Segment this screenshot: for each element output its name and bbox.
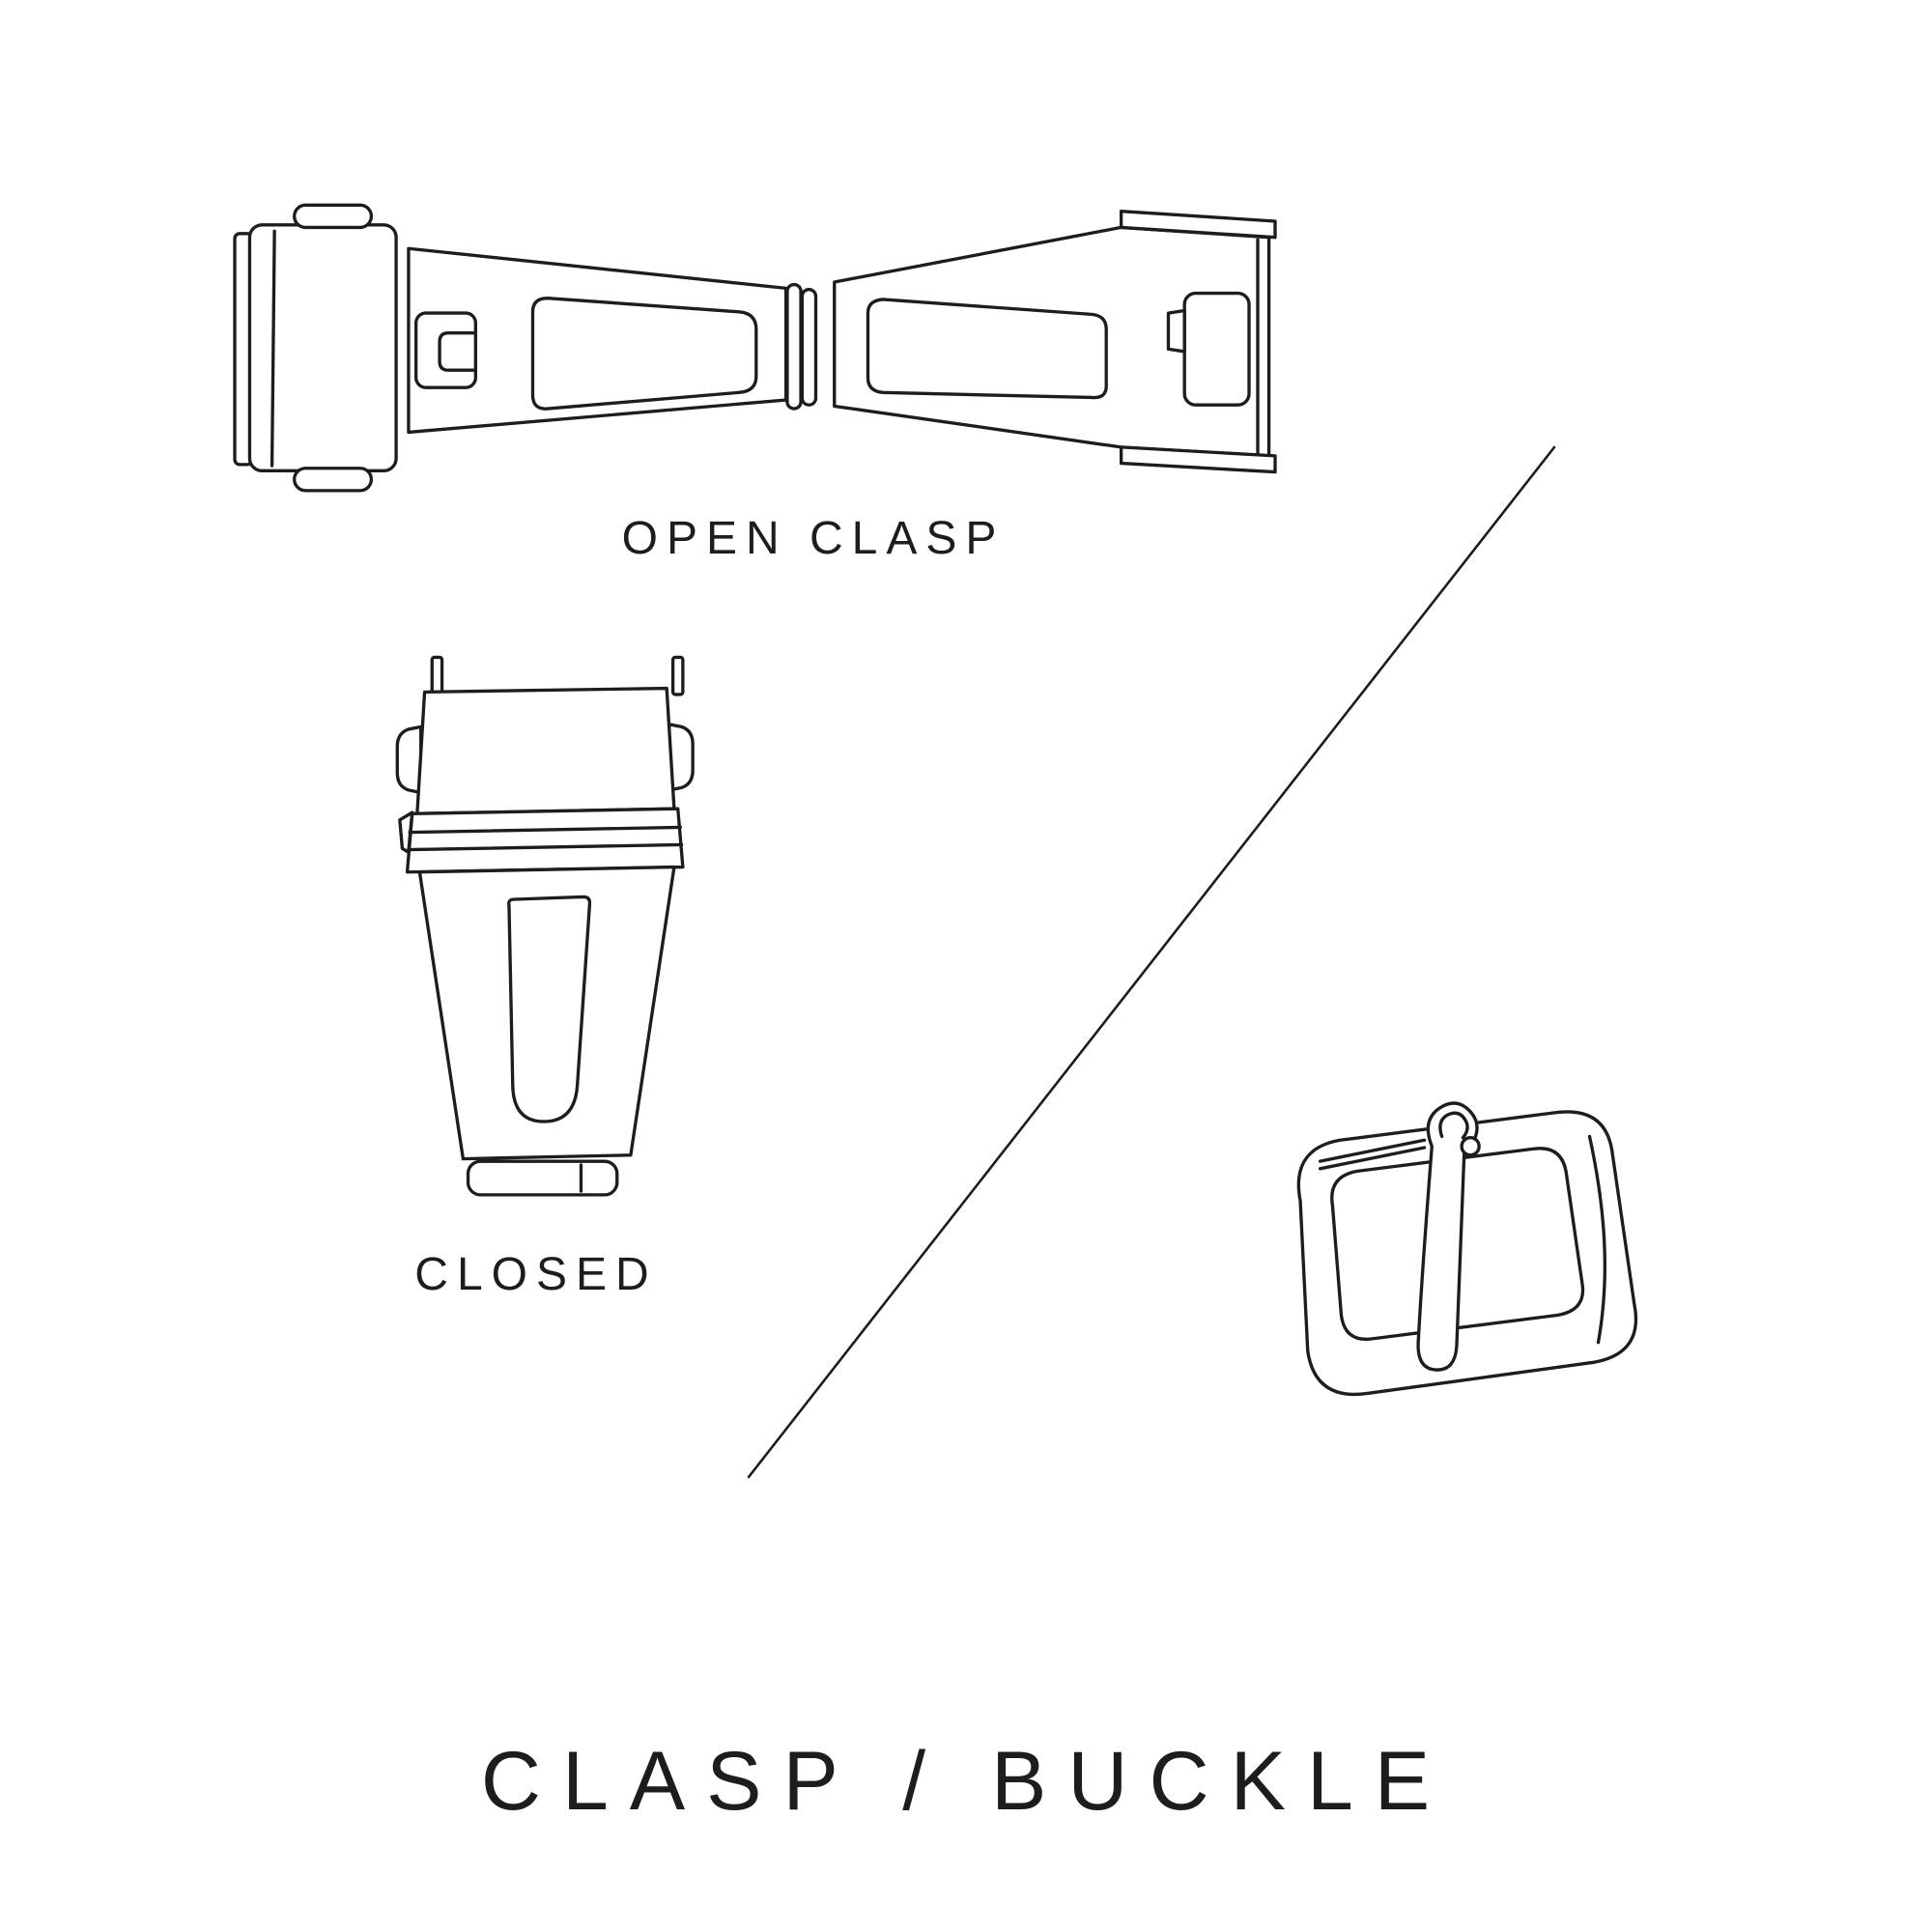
clasp-keeper xyxy=(1166,291,1251,407)
clasp-side-tab-right xyxy=(668,723,695,792)
buckle-tongue xyxy=(1416,1101,1479,1372)
clasp-cover xyxy=(415,686,676,816)
buckle xyxy=(1296,1101,1638,1397)
clasp-prong-left xyxy=(430,655,444,696)
closed-clasp-illustration xyxy=(395,655,695,1197)
clasp-left-arm xyxy=(407,246,788,435)
clasp-right-arm xyxy=(833,210,1277,474)
clasp-end-link xyxy=(466,1159,619,1197)
clasp-left-endpiece xyxy=(233,203,398,493)
closed-clasp xyxy=(395,655,695,1197)
buckle-illustration xyxy=(1296,1101,1638,1397)
diagonal-divider-line xyxy=(747,445,1556,1479)
clasp-prong-right xyxy=(670,655,685,696)
clasp-hinge xyxy=(785,282,818,411)
closed-label: CLOSED xyxy=(414,1249,658,1300)
clasp-band xyxy=(405,807,685,874)
open-clasp-illustration xyxy=(233,203,1277,493)
clasp-side-tab-left xyxy=(395,724,423,795)
page-title: CLASP / BUCKLE xyxy=(480,1735,1452,1828)
buckle-pin xyxy=(1318,1138,1427,1163)
clasp-pusher xyxy=(413,311,478,389)
buckle-coil xyxy=(1460,1136,1481,1157)
open-clasp-label: OPEN CLASP xyxy=(621,513,1006,564)
